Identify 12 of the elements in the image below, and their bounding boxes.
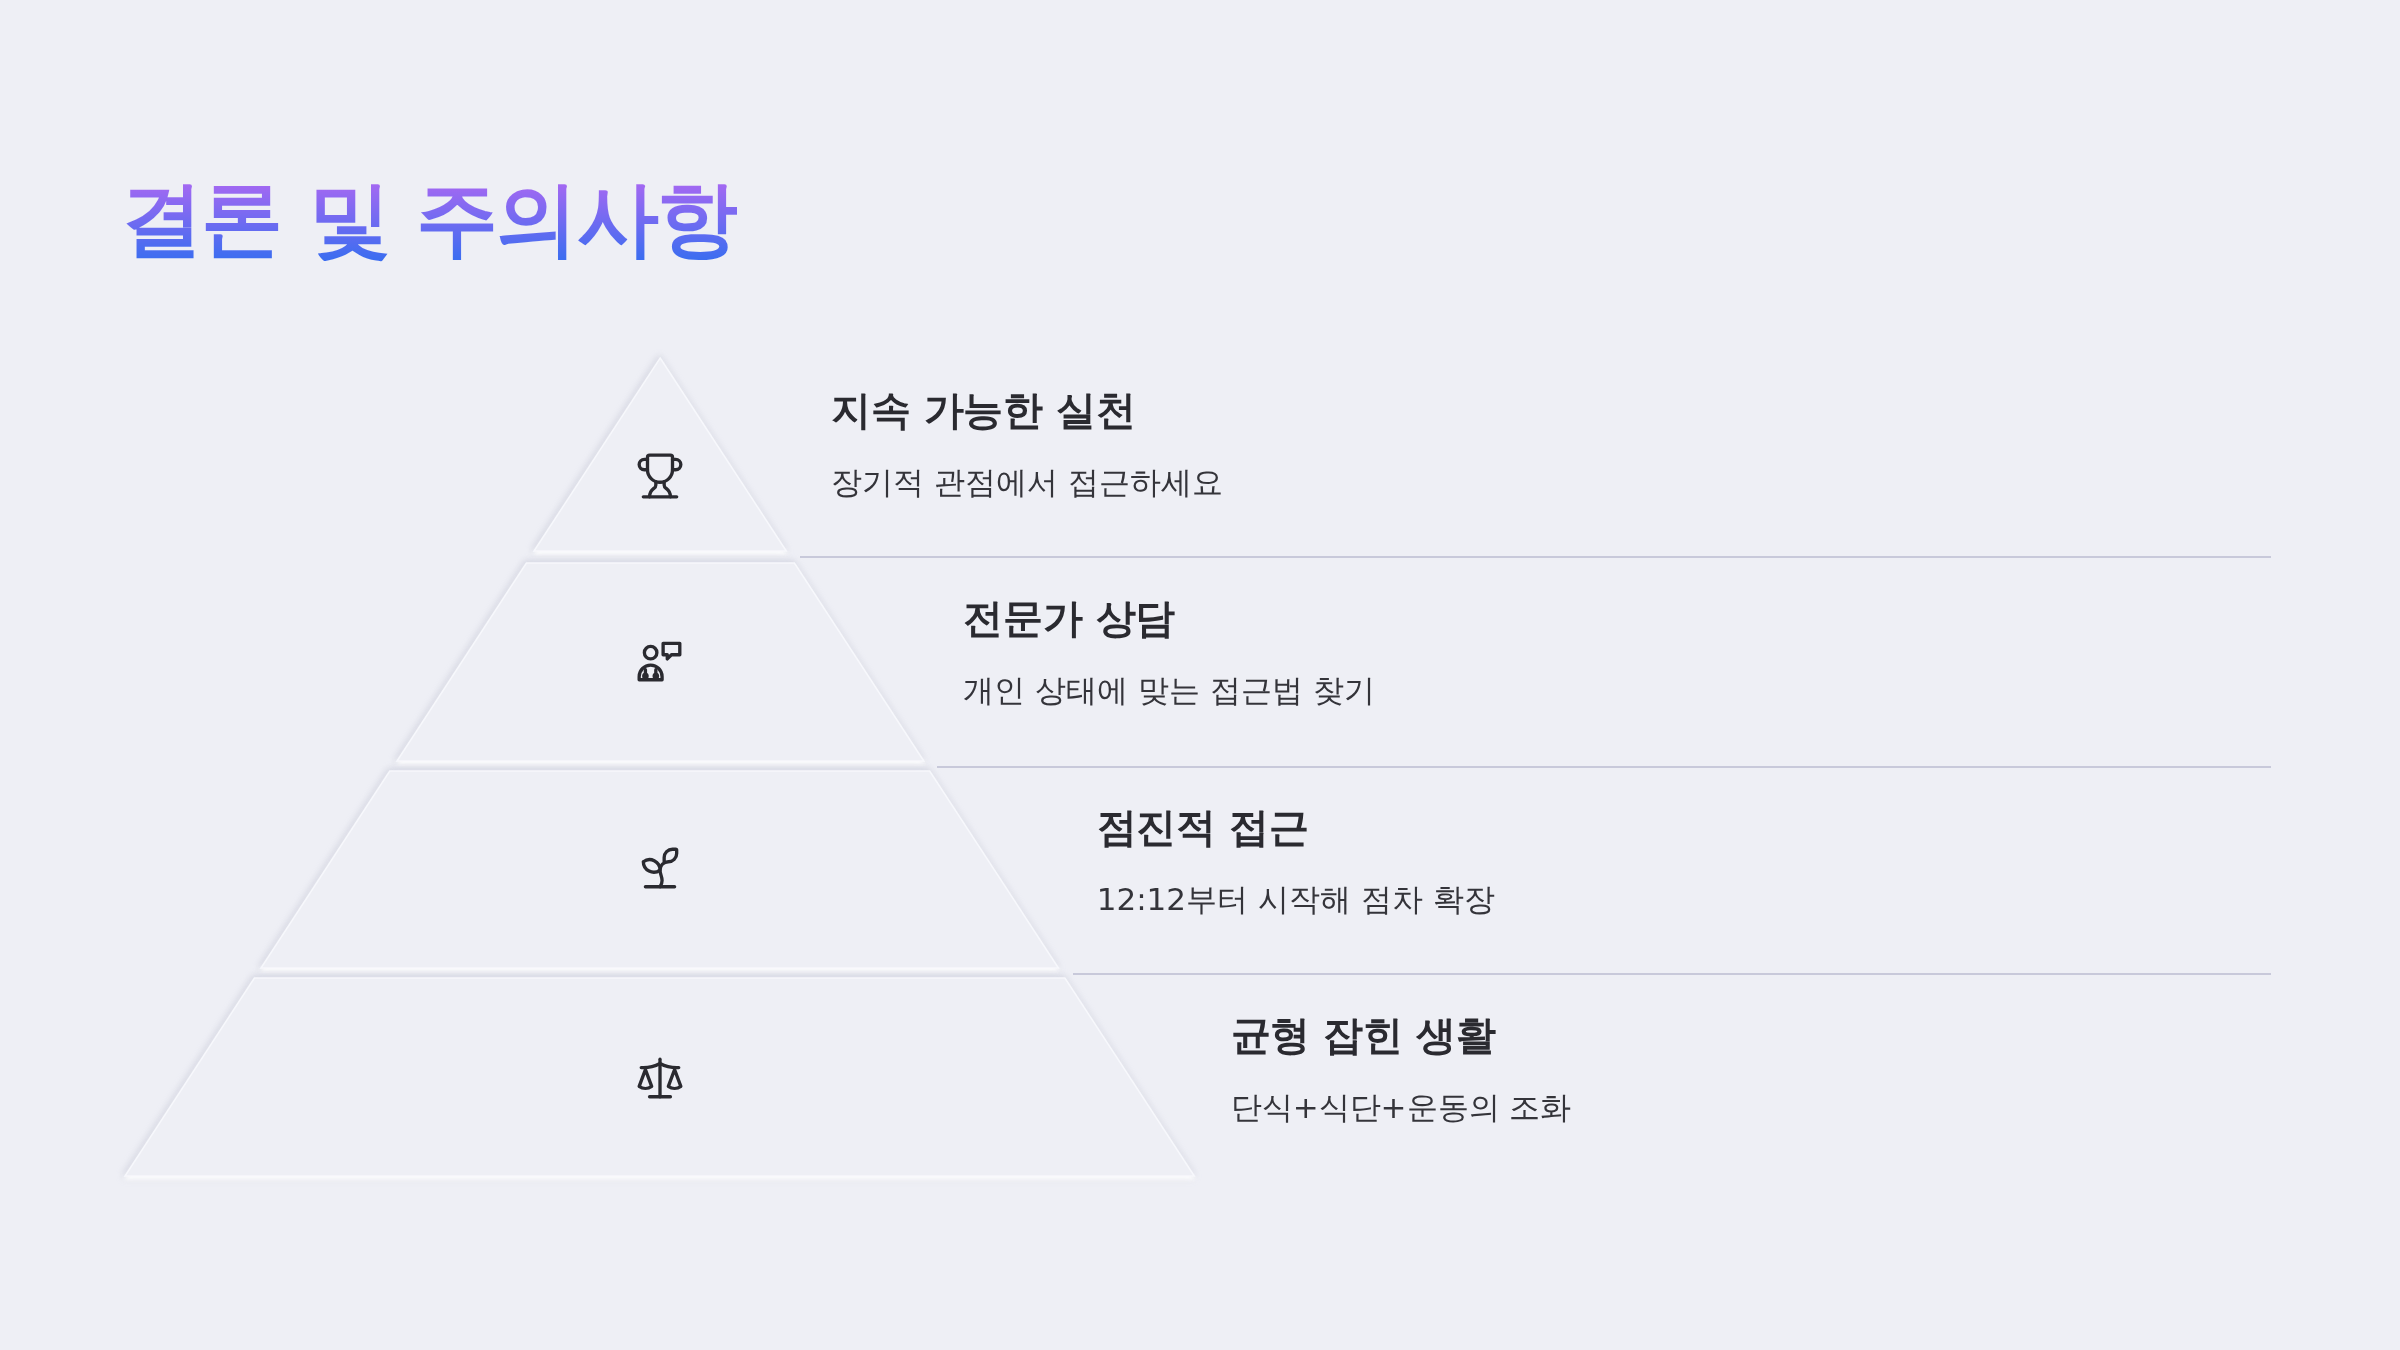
pyramid-tier [396,563,924,761]
tier-description: 12:12부터 시작해 점차 확장 [1096,881,1495,919]
tier-heading: 지속 가능한 실천 [831,386,1137,434]
tier-description: 단식+식단+운동의 조화 [1230,1089,1572,1127]
pyramid-tier [125,978,1195,1176]
pyramid-tier [533,358,787,551]
tier-description: 개인 상태에 맞는 접근법 찾기 [963,672,1375,710]
tier-description: 장기적 관점에서 접근하세요 [831,464,1223,502]
tier-heading: 전문가 상담 [963,594,1176,642]
pyramid-tier [261,771,1059,968]
tier-heading: 점진적 접근 [1096,803,1310,851]
tier-heading: 균형 잡힌 생활 [1230,1011,1497,1059]
